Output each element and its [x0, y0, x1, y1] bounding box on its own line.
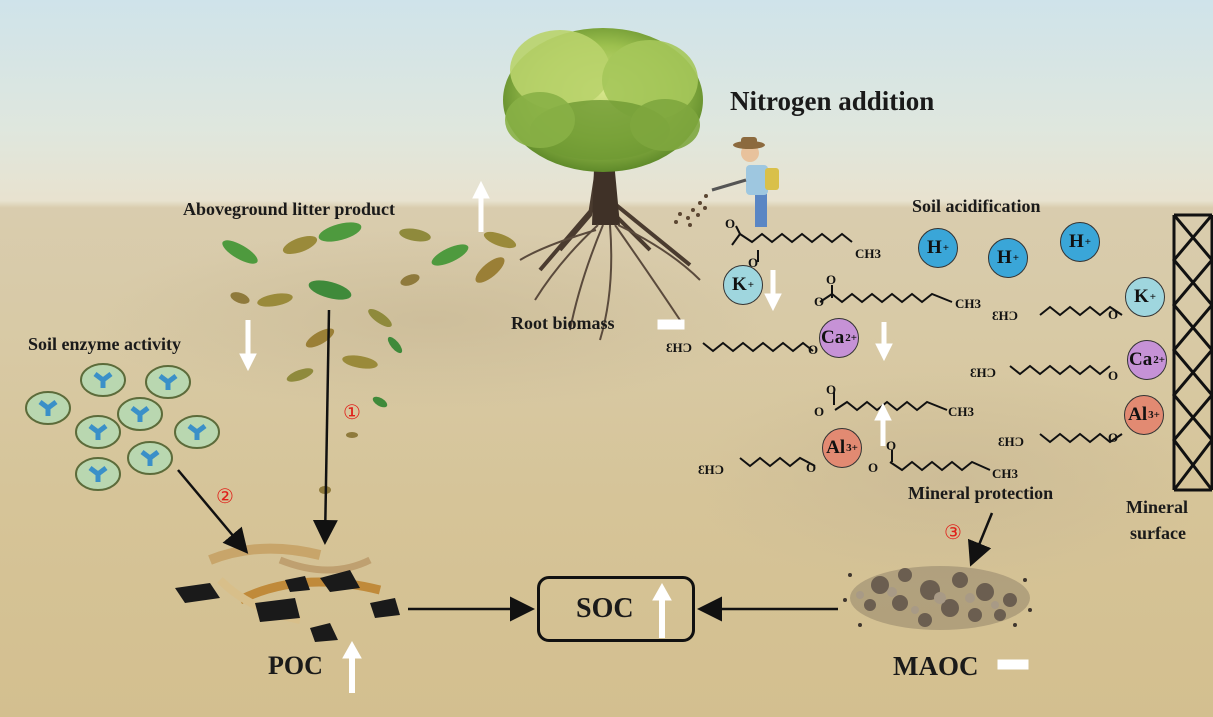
soc-box: SOC — [537, 576, 695, 642]
farmer-graphic — [674, 137, 779, 227]
oxygen-label: O — [826, 382, 837, 397]
litter-leaves — [222, 222, 517, 494]
ion-symbol: K — [731, 274, 747, 295]
down-arrow-k — [764, 270, 782, 312]
ion-symbol: Al — [826, 437, 846, 458]
down-arrow-enzyme — [239, 320, 257, 372]
ch3-text: CH3 — [992, 308, 1018, 323]
down-arrow-ca — [875, 322, 893, 362]
k-ion: K+ — [723, 265, 763, 305]
ion-charge: + — [747, 279, 755, 291]
no-change-bar-maoc — [997, 659, 1029, 670]
oxygen-label: O — [814, 404, 825, 419]
up-arrow-soc — [652, 582, 672, 638]
ion-charge: 3+ — [846, 442, 858, 454]
ion-symbol: H — [926, 237, 942, 258]
oxygen-label: O — [748, 255, 759, 270]
up-arrow-al — [874, 402, 892, 446]
label-mineral-surface-2: surface — [1130, 523, 1186, 543]
marker-3: ③ — [944, 520, 962, 544]
mineral-surface-lattice — [1172, 213, 1213, 492]
h-ion: H+ — [988, 238, 1028, 278]
ch3-text: CH3 — [666, 340, 692, 355]
h-ion: H+ — [918, 228, 958, 268]
oxygen-label: O — [826, 272, 837, 287]
k-ion: K+ — [1125, 277, 1165, 317]
ch3-label-mirrored: CH3 — [970, 365, 996, 381]
oxygen-label: O — [806, 460, 817, 475]
ion-charge: + — [942, 242, 950, 254]
ion-charge: 3+ — [1148, 409, 1160, 421]
oxygen-label: O — [1108, 368, 1119, 383]
no-change-bar-root — [657, 319, 685, 330]
label-poc: POC — [268, 651, 323, 680]
label-maoc: MAOC — [893, 651, 979, 681]
oxygen-label: O — [814, 294, 825, 309]
label-soil-acidification: Soil acidification — [912, 196, 1041, 216]
marker-2: ② — [216, 484, 234, 508]
label-mineral-protection: Mineral protection — [908, 483, 1054, 503]
label-mineral-surface-1: Mineral — [1126, 497, 1188, 517]
marker-1: ① — [343, 400, 361, 424]
ch3-label: CH3 — [992, 466, 1018, 481]
ch3-label: CH3 — [948, 404, 974, 419]
maoc-aggregate — [843, 566, 1032, 630]
ch3-label-mirrored: CH3 — [698, 462, 724, 478]
ground-shadow — [90, 230, 770, 410]
ch3-label: CH3 — [855, 246, 881, 261]
ion-symbol: Ca — [820, 327, 845, 348]
process-arrows — [177, 309, 994, 622]
ch3-label-mirrored: CH3 — [992, 308, 1018, 324]
up-arrow-poc — [342, 640, 362, 693]
ch3-label-mirrored: CH3 — [998, 434, 1024, 450]
ch3-text: CH3 — [998, 434, 1024, 449]
oxygen-label: O — [808, 342, 819, 357]
oxygen-label: O — [1108, 430, 1119, 445]
label-root-biomass: Root biomass — [511, 313, 615, 333]
poc-particles — [175, 543, 400, 642]
label-aboveground-litter: Aboveground litter product — [183, 199, 396, 219]
label-soil-enzyme: Soil enzyme activity — [28, 334, 181, 354]
ion-symbol: Ca — [1128, 349, 1153, 370]
oxygen-label: O — [868, 460, 879, 475]
ch3-label-mirrored: CH3 — [666, 340, 692, 356]
enzyme-cells — [25, 363, 220, 491]
oxygen-label: O — [725, 216, 736, 231]
ion-charge: 2+ — [1153, 354, 1165, 366]
ion-symbol: H — [1068, 231, 1084, 252]
fatty-acid-chains — [702, 225, 1123, 472]
oxygen-label: O — [886, 438, 897, 453]
ch3-text: CH3 — [970, 365, 996, 380]
title-nitrogen-addition: Nitrogen addition — [730, 86, 935, 116]
h-ion: H+ — [1060, 222, 1100, 262]
ion-charge: + — [1149, 291, 1157, 303]
ion-symbol: H — [996, 247, 1012, 268]
white-trend-arrows — [239, 180, 1029, 693]
ion-charge: 2+ — [845, 332, 857, 344]
up-arrow-litter — [472, 180, 490, 232]
ion-symbol: K — [1133, 286, 1149, 307]
ch3-text: CH3 — [698, 462, 724, 477]
tree-graphic — [503, 28, 703, 341]
ch3-label: CH3 — [955, 296, 981, 311]
ion-charge: + — [1084, 236, 1092, 248]
ion-charge: + — [1012, 252, 1020, 264]
oxygen-label: O — [1108, 307, 1119, 322]
label-soc: SOC — [576, 593, 634, 624]
ion-symbol: Al — [1128, 404, 1148, 425]
ground-shadow — [690, 370, 1210, 590]
